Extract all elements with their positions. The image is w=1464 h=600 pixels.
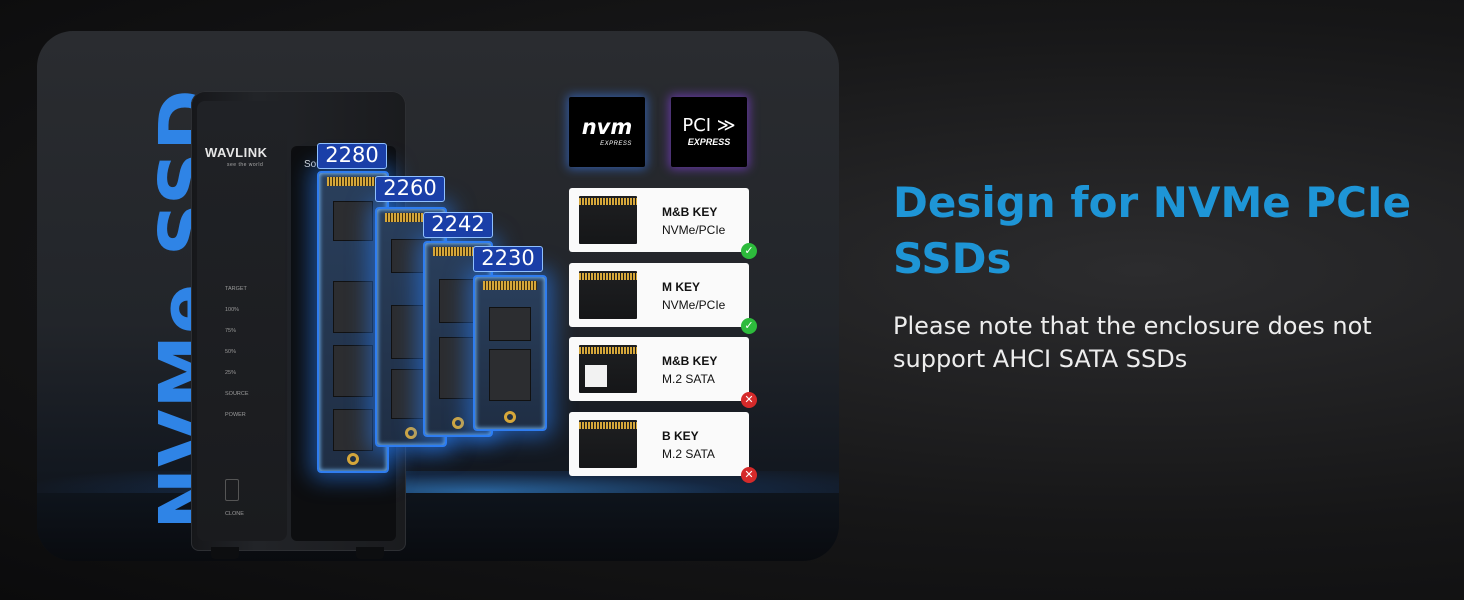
- size-tag-2230: 2230: [473, 246, 543, 272]
- pci-express-logo: PCI ≫ EXPRESS: [671, 97, 747, 167]
- cross-icon: ✕: [741, 392, 757, 408]
- product-image-panel: NVMe SSD WAVLINK see the world TARGET 10…: [37, 31, 839, 561]
- ssd-thumbnail: [579, 345, 637, 393]
- cross-icon: ✕: [741, 467, 757, 483]
- key-card-mb-sata: M&B KEY M.2 SATA ✕: [569, 337, 757, 408]
- led-label-50: 50%: [225, 349, 237, 355]
- device-front-panel: WAVLINK see the world TARGET 100% 75% 50…: [197, 101, 287, 541]
- key-card-b-sata: B KEY M.2 SATA ✕: [569, 412, 757, 483]
- key-card-m-nvme: M KEY NVMe/PCIe ✓: [569, 263, 757, 334]
- led-label-75: 75%: [225, 328, 237, 334]
- device-logo: WAVLINK see the world: [205, 145, 268, 168]
- ssd-thumbnail: [579, 420, 637, 468]
- ssd-thumbnail: [579, 196, 637, 244]
- chevron-right-icon: ≫: [711, 115, 736, 136]
- key-card-mb-nvme: M&B KEY NVMe/PCIe ✓: [569, 188, 757, 259]
- device-foot: [211, 547, 239, 559]
- size-tag-2242: 2242: [423, 212, 493, 238]
- size-tag-2260: 2260: [375, 176, 445, 202]
- size-tag-2280: 2280: [317, 143, 387, 169]
- headline: Design for NVMe PCIe SSDs: [893, 178, 1412, 283]
- clone-label: CLONE: [225, 511, 244, 517]
- check-icon: ✓: [741, 318, 757, 334]
- floor: [37, 493, 839, 561]
- led-label-source: SOURCE: [225, 391, 249, 397]
- led-label-25: 25%: [225, 370, 237, 376]
- ssd-2230: [473, 275, 547, 431]
- led-label-power: POWER: [225, 412, 246, 418]
- device-foot: [356, 547, 384, 559]
- compatibility-note: Please note that the enclosure does not …: [893, 312, 1372, 373]
- led-label-100: 100%: [225, 307, 240, 313]
- check-icon: ✓: [741, 243, 757, 259]
- nvm-express-logo: nvm EXPRESS: [569, 97, 645, 167]
- clone-button: [225, 479, 239, 501]
- ssd-thumbnail: [579, 271, 637, 319]
- led-label-target: TARGET: [225, 286, 247, 292]
